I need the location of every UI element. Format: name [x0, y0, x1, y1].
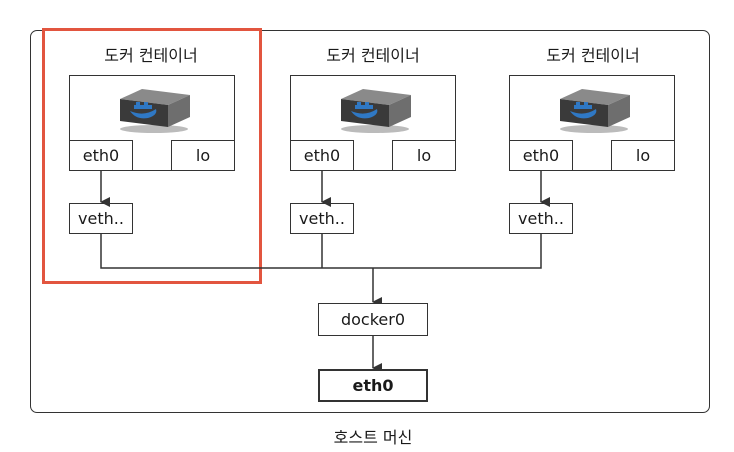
container-title: 도커 컨테이너	[546, 46, 640, 65]
docker-cube-icon	[333, 83, 417, 133]
container-title: 도커 컨테이너	[104, 46, 198, 65]
eth0-interface: eth0	[509, 140, 573, 171]
veth-interface: veth..	[509, 203, 573, 234]
docker0-bridge: docker0	[318, 303, 428, 336]
container-title: 도커 컨테이너	[326, 46, 420, 65]
veth-interface: veth..	[69, 203, 133, 234]
lo-interface: lo	[611, 140, 675, 171]
lo-interface: lo	[171, 140, 235, 171]
eth0-interface: eth0	[290, 140, 354, 171]
eth0-interface: eth0	[69, 140, 133, 171]
highlight-box	[42, 28, 262, 284]
lo-interface: lo	[392, 140, 456, 171]
host-machine-frame	[30, 30, 710, 413]
host-eth0-interface: eth0	[318, 369, 428, 402]
docker-cube-icon	[552, 83, 636, 133]
docker-cube-icon	[112, 83, 196, 133]
host-machine-caption: 호스트 머신	[333, 428, 413, 447]
veth-interface: veth..	[290, 203, 354, 234]
